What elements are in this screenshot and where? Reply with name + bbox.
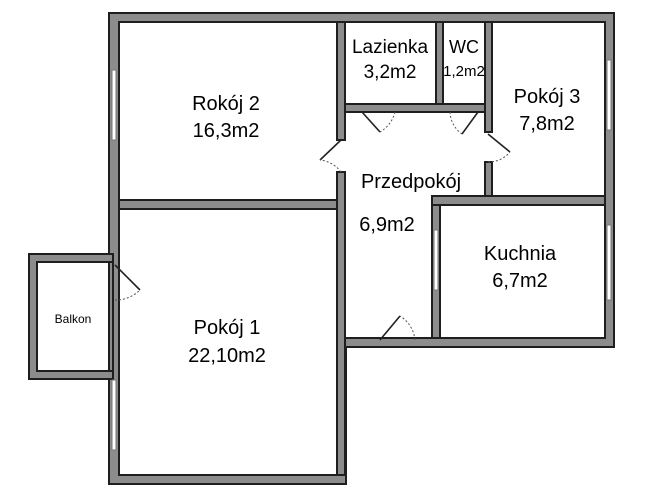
room-labels: Rokój 2 16,3m2 Lazienka 3,2m2 WC 1,2m2 P… bbox=[55, 37, 581, 367]
wall-r2-p1 bbox=[118, 199, 338, 210]
wall-bath-bottom bbox=[344, 103, 486, 113]
door-wc bbox=[449, 111, 479, 135]
door-entry bbox=[379, 315, 416, 341]
window-kitchen-inner bbox=[433, 229, 439, 291]
window-top-left bbox=[111, 69, 117, 141]
room-area-pokoj3: 7,8m2 bbox=[519, 113, 575, 135]
window-left-p1 bbox=[111, 379, 117, 451]
door-rokoj2 bbox=[319, 139, 342, 173]
wall-wc-p3 bbox=[484, 21, 493, 133]
room-name-pokoj3: Pokój 3 bbox=[514, 86, 581, 108]
wall-r2-hall bbox=[336, 21, 346, 141]
room-name-rokoj2: Rokój 2 bbox=[192, 93, 260, 115]
window-right-p3 bbox=[606, 59, 612, 131]
door-lazienka bbox=[361, 111, 396, 133]
room-name-przedpokoj: Przedpokój bbox=[361, 171, 461, 193]
room-name-lazienka: Lazienka bbox=[352, 37, 428, 58]
room-name-pokoj1: Pokój 1 bbox=[194, 317, 261, 339]
room-area-lazienka: 3,2m2 bbox=[364, 62, 417, 83]
balkon-wall bbox=[28, 253, 114, 380]
door-pokoj3 bbox=[487, 133, 511, 163]
wall-p1-hall bbox=[336, 171, 346, 476]
doors bbox=[114, 111, 511, 341]
room-name-balkon: Balkon bbox=[55, 312, 92, 326]
door-pokoj1 bbox=[114, 264, 141, 301]
room-name-kuchnia: Kuchnia bbox=[484, 243, 557, 265]
room-area-pokoj1: 22,10m2 bbox=[188, 345, 266, 367]
window-right-kitchen bbox=[606, 224, 612, 301]
windows bbox=[111, 59, 612, 451]
room-area-rokoj2: 16,3m2 bbox=[193, 120, 260, 142]
room-area-kuchnia: 6,7m2 bbox=[492, 270, 548, 292]
room-area-wc: 1,2m2 bbox=[443, 63, 485, 80]
room-name-wc: WC bbox=[449, 37, 479, 57]
room-area-przedpokoj: 6,9m2 bbox=[359, 214, 415, 236]
wall-bath-wc bbox=[435, 21, 444, 105]
wall-p3-kitchen bbox=[431, 195, 606, 206]
wall-p3-hall bbox=[484, 161, 493, 201]
